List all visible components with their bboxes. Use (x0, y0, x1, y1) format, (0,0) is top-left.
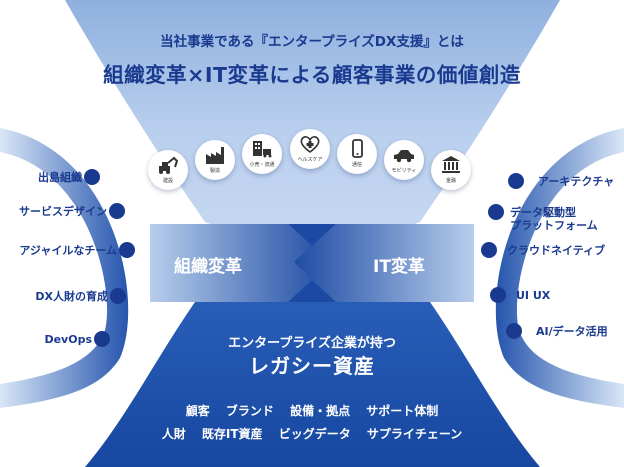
right-dot-1 (508, 173, 524, 189)
legacy-assets-row-2: 人財 既存IT資産 ビッグデータ サプライチェーン (161, 427, 463, 441)
org-item-agile-team: アジャイルなチーム (19, 244, 117, 257)
industry-finance: 金融 (431, 150, 471, 190)
left-dots (84, 169, 135, 347)
industry-label: 金融 (445, 178, 456, 184)
org-item-devops: DevOps (44, 333, 92, 346)
it-item-ai-data: AI/データ活用 (536, 325, 608, 338)
industry-manufacturing: 製造 (195, 140, 235, 180)
org-transformation-band (150, 224, 330, 302)
left-dot-5 (94, 331, 110, 347)
right-dot-2 (488, 204, 504, 220)
org-item-service-design: サービスデザイン (19, 205, 107, 218)
industry-healthcare: ヘルスケア (290, 129, 330, 169)
legacy-subtitle: エンタープライズ企業が持つ (228, 336, 396, 351)
it-item-architecture: アーキテクチャ (538, 175, 615, 188)
legacy-assets-row-1: 顧客 ブランド 設備・拠点 サポート体制 (185, 404, 439, 418)
industry-label: モビリティ (391, 168, 417, 174)
bottom-funnel-shape (85, 262, 540, 467)
car-icon (394, 150, 414, 163)
it-item-data-platform: データ駆動型 プラットフォーム (510, 206, 598, 232)
industry-label: 通信 (351, 162, 362, 168)
smartphone-icon (352, 139, 363, 158)
org-transformation-label: 組織変革 (174, 257, 242, 277)
industry-label: 小売・流通 (249, 162, 275, 168)
left-dot-2 (109, 203, 125, 219)
excavator-icon (159, 156, 179, 174)
legacy-title: レガシー資産 (249, 354, 375, 378)
bank-icon (442, 156, 460, 173)
right-arc (495, 128, 624, 408)
diagram-subtitle: 当社事業である『エンタープライズDX支援』とは (160, 34, 464, 50)
industry-label: 建設 (162, 178, 173, 184)
it-transformation-label: IT変革 (373, 257, 425, 277)
org-item-dx-talent: DX人財の育成 (35, 290, 108, 303)
retail-logistics-icon (253, 141, 272, 158)
right-dot-3 (481, 242, 497, 258)
industry-mobility: モビリティ (384, 140, 424, 180)
left-dot-3 (119, 242, 135, 258)
industry-retail: 小売・流通 (242, 134, 282, 174)
band-cross (288, 224, 336, 302)
industry-label: 製造 (209, 168, 220, 174)
diagram-title: 組織変革×IT変革による顧客事業の価値創造 (103, 63, 521, 87)
left-dot-4 (110, 288, 126, 304)
it-transformation-band (294, 224, 474, 302)
healthcare-icon (300, 136, 320, 154)
factory-icon (206, 147, 224, 164)
right-dot-4 (490, 287, 506, 303)
left-dot-1 (84, 169, 100, 185)
it-item-cloud-native: クラウドネイティブ (507, 244, 606, 257)
right-dots (481, 173, 524, 339)
right-dot-5 (506, 323, 522, 339)
left-arc (0, 128, 129, 408)
industry-construction: 建設 (148, 150, 188, 190)
industry-label: ヘルスケア (297, 157, 323, 163)
industry-telecom: 通信 (337, 134, 377, 174)
it-item-ui-ux: UI UX (516, 289, 551, 302)
org-item-dejima: 出島組織 (38, 171, 82, 184)
